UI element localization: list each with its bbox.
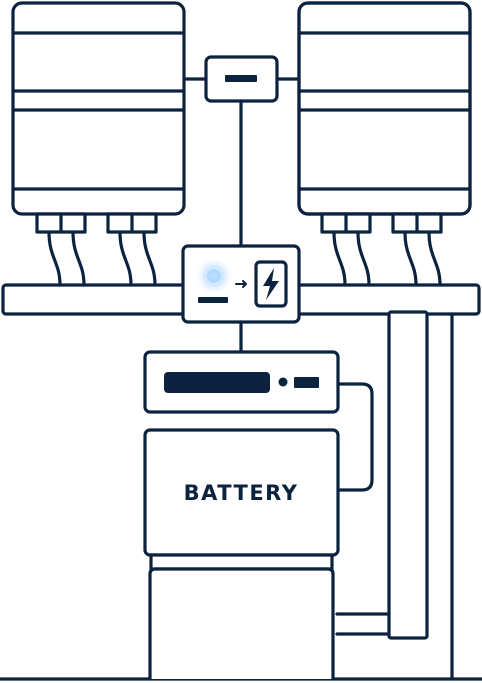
battery-lower (148, 567, 335, 681)
battery-stack: BATTERY (143, 428, 340, 681)
charge-controller (181, 244, 301, 354)
right-cabinet (297, 1, 472, 287)
left-cabinet (11, 1, 186, 287)
arrow-right-icon (235, 280, 247, 288)
junction-box (182, 55, 301, 248)
inverter-unit (143, 350, 374, 492)
battery-label: BATTERY (184, 481, 299, 505)
conduit-pipes (335, 310, 454, 681)
lightning-bolt-icon (263, 268, 279, 300)
